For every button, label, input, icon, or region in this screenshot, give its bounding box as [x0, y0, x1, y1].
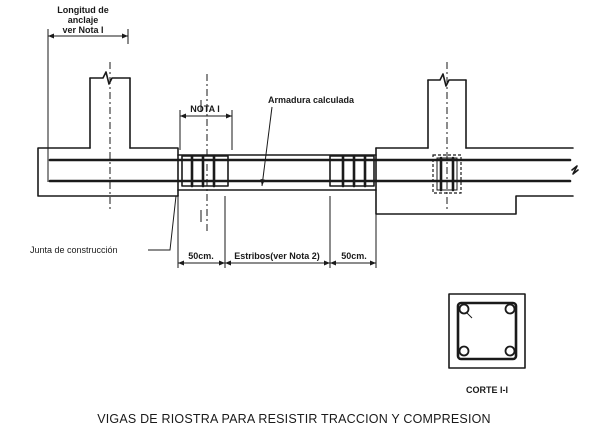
nota1-dimension: NOTA I	[179, 104, 233, 150]
anchorage-length-dimension: Longitud de anclaje ver Nota I	[47, 5, 129, 182]
right-column	[427, 62, 467, 212]
column-stirrup	[432, 154, 462, 194]
anchorage-label-line3: ver Nota I	[62, 25, 103, 35]
dimension-middle-label: Estribos(ver Nota 2)	[234, 251, 320, 261]
junta-callout: Junta de construcción	[30, 195, 177, 255]
dimension-left-label: 50cm.	[188, 251, 214, 261]
stirrups-left-group	[181, 154, 229, 188]
drawing-title: VIGAS DE RIOSTRA PARA RESISTIR TRACCION …	[97, 412, 491, 426]
junta-label: Junta de construcción	[30, 245, 118, 255]
cross-section-corte: CORTE I-I	[448, 293, 526, 395]
nota1-label: NOTA I	[190, 104, 220, 114]
left-column	[89, 62, 131, 212]
section-label: CORTE I-I	[466, 385, 508, 395]
section-cut-marker	[200, 74, 208, 232]
arrowhead	[48, 33, 54, 39]
bottom-dimension-chain: 50cm. Estribos(ver Nota 2) 50cm.	[177, 196, 377, 268]
armadura-callout: Armadura calculada	[260, 95, 355, 187]
arrowhead	[122, 33, 128, 39]
anchorage-label-line1: Longitud de	[57, 5, 109, 15]
reinforcement-bars	[48, 158, 572, 183]
dimension-right-label: 50cm.	[341, 251, 367, 261]
armadura-label: Armadura calculada	[268, 95, 355, 105]
anchorage-label-line2: anclaje	[68, 15, 99, 25]
stirrups-right-group	[329, 154, 375, 188]
